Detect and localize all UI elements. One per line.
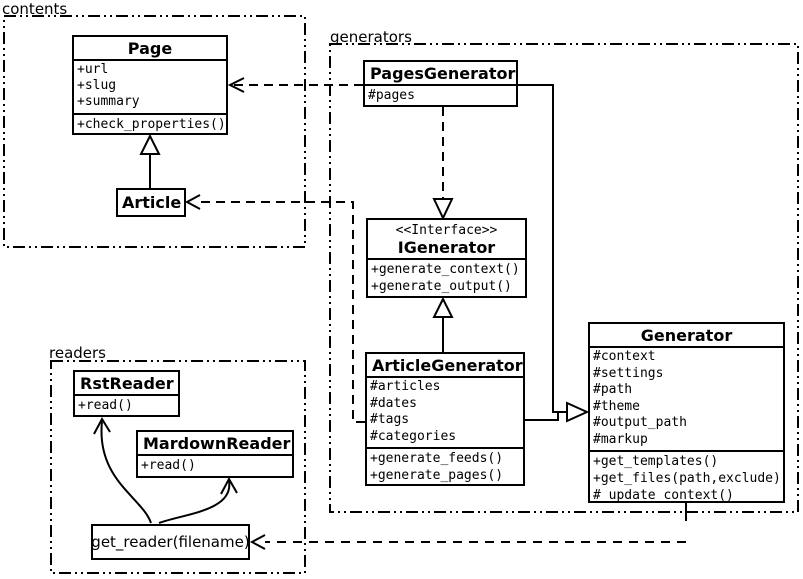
attribute: #articles	[370, 379, 441, 394]
package-readers-border	[50, 360, 306, 574]
class-articlegenerator: ArticleGenerator #articles #dates #tags …	[365, 352, 525, 486]
class-rstreader-title: RstReader	[80, 374, 174, 393]
attribute: #settings	[593, 365, 664, 381]
package-label-readers: readers	[49, 344, 106, 362]
attribute: #dates	[370, 395, 417, 411]
class-generator-methods: +get_templates() +get_files(path,exclude…	[590, 450, 783, 501]
class-generator-attributes: #context #settings #path #theme #output_…	[590, 346, 783, 450]
generalization-articlegenerator-to-igenerator	[432, 296, 454, 352]
attribute: #path	[593, 382, 633, 397]
package-generators-border	[329, 43, 799, 513]
class-generator: Generator #context #settings #path #them…	[588, 322, 785, 503]
method: +get_templates()	[593, 454, 719, 469]
node-get-reader: get_reader(filename)	[91, 524, 250, 560]
method: +generate_context()	[371, 262, 520, 277]
generalization-article-to-page	[139, 133, 161, 188]
class-articlegenerator-attributes: #articles #dates #tags #categories	[367, 376, 523, 447]
attribute: +summary	[77, 94, 140, 109]
class-pagesgenerator-title: PagesGenerator	[370, 64, 516, 83]
class-generator-title: Generator	[640, 326, 733, 345]
generalization-to-generator	[518, 84, 590, 423]
arrow-getreader-to-rstreader	[93, 416, 152, 524]
package-label-contents: contents	[2, 0, 68, 18]
class-page-attributes: +url +slug +summary	[74, 59, 226, 113]
class-pagesgenerator-attributes: #pages	[365, 84, 516, 105]
class-igenerator: <<Interface>> IGenerator +generate_conte…	[366, 218, 527, 298]
class-rstreader-methods: +read()	[75, 394, 178, 415]
node-get-reader-label: get_reader(filename)	[91, 533, 250, 551]
method: +generate_feeds()	[370, 451, 504, 466]
class-mardownreader: MardownReader +read()	[136, 430, 294, 478]
method: #_update_context()	[593, 488, 734, 501]
package-label-generators: generators	[330, 28, 412, 46]
method: +generate_output()	[371, 279, 512, 294]
class-igenerator-stereotype: <<Interface>>	[395, 223, 498, 238]
arrow-getreader-to-mardownreader	[158, 476, 238, 524]
dependency-articlegenerator-to-article	[184, 194, 365, 423]
attribute: #markup	[593, 431, 648, 447]
attribute: #pages	[368, 88, 415, 103]
class-igenerator-methods: +generate_context() +generate_output()	[368, 258, 525, 296]
class-mardownreader-methods: +read()	[138, 454, 292, 476]
dependency-pagesgenerator-to-page	[227, 77, 363, 93]
attribute: #output_path	[593, 415, 687, 430]
method: +check_properties()	[77, 117, 226, 132]
attribute: #theme	[593, 398, 640, 414]
class-pagesgenerator: PagesGenerator #pages	[363, 60, 518, 107]
attribute: +url	[77, 62, 109, 77]
attribute: +slug	[77, 78, 117, 93]
class-articlegenerator-methods: +generate_feeds() +generate_pages()	[367, 447, 523, 484]
attribute: #categories	[370, 428, 457, 444]
class-article: Article	[116, 188, 186, 217]
dependency-generator-to-getreader	[249, 503, 687, 550]
attribute: #context	[593, 349, 656, 364]
method: +generate_pages()	[370, 468, 504, 483]
class-page: Page +url +slug +summary +check_properti…	[72, 35, 228, 135]
package-contents-border	[3, 15, 306, 248]
attribute: #tags	[370, 412, 410, 427]
class-articlegenerator-title: ArticleGenerator	[372, 356, 523, 375]
class-article-title: Article	[122, 193, 182, 212]
class-page-methods: +check_properties()	[74, 113, 226, 133]
realization-pagesgenerator-to-igenerator	[432, 107, 454, 221]
class-mardownreader-title: MardownReader	[143, 434, 291, 453]
method: +get_files(path,exclude)	[593, 471, 781, 486]
class-igenerator-title: IGenerator	[397, 238, 496, 257]
method: +read()	[141, 458, 196, 473]
method: +read()	[78, 398, 133, 413]
class-rstreader: RstReader +read()	[73, 370, 180, 417]
class-page-title: Page	[127, 39, 173, 58]
